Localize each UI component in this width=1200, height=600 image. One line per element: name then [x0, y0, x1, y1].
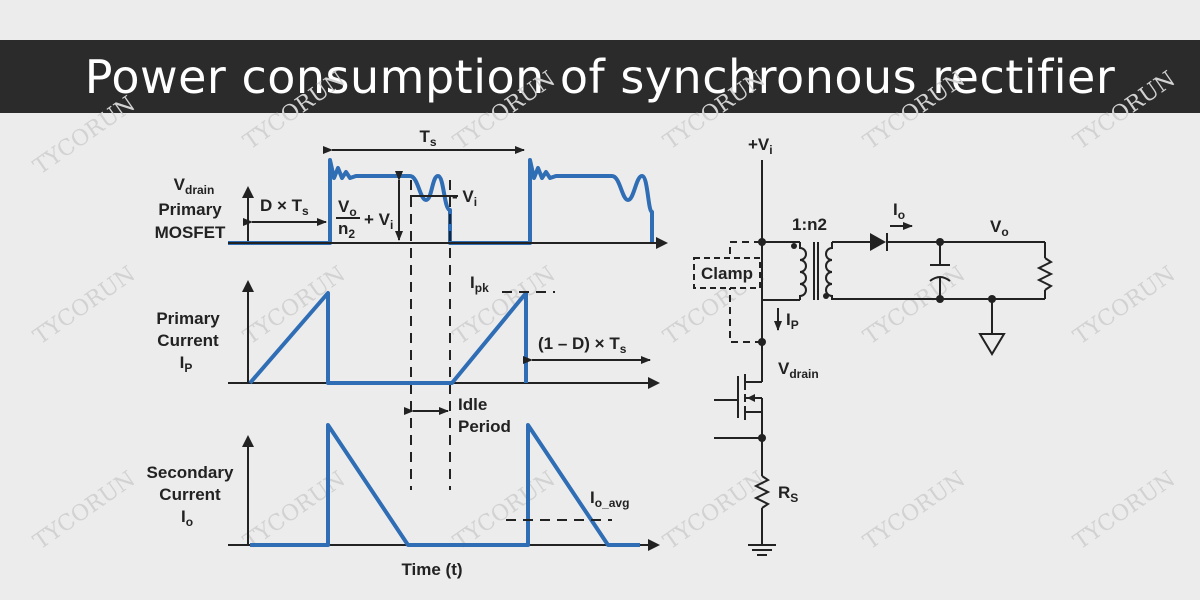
watermark: TYCORUN: [449, 67, 560, 155]
flyback-circuit: +Vi 1:n2 Io Vo: [693, 135, 1054, 556]
clamp-box: [693, 257, 761, 289]
io-avg-label: Io_avg: [590, 488, 629, 510]
secondary-current-panel: Secondary Current Io Io_avg Time (t): [147, 423, 660, 579]
y-axis-arrow: [242, 435, 254, 447]
polarity-dot: [791, 243, 797, 249]
period-label: Period: [458, 417, 511, 436]
watermark: TYCORUN: [859, 262, 970, 350]
ground-icon: [978, 333, 1006, 356]
primary-winding: [799, 242, 807, 300]
watermark: TYCORUN: [859, 67, 970, 155]
watermark: TYCORUN: [659, 467, 770, 555]
ground-icon: [748, 544, 776, 556]
vo-label: Vo: [990, 217, 1009, 239]
watermark: TYCORUN: [239, 67, 350, 155]
watermark: TYCORUN: [29, 467, 140, 555]
secondary-winding: [825, 242, 833, 300]
primary-label: Primary: [156, 309, 220, 328]
sense-resistor-icon: [753, 475, 771, 509]
secondary-current-waveform: [250, 423, 640, 547]
y-axis-arrow: [242, 186, 254, 198]
idle-label: Idle: [458, 395, 487, 414]
x-axis-label: Time (t): [401, 560, 462, 579]
load-resistor-icon: [1036, 257, 1054, 291]
page-title: Power consumption of synchronous rectifi…: [84, 49, 1116, 104]
ipk-label: Ipk: [470, 273, 489, 295]
watermark: TYCORUN: [1069, 67, 1180, 155]
x-axis-arrow: [648, 377, 660, 389]
mosfet-icon: [714, 374, 763, 438]
y-axis-arrow: [242, 280, 254, 292]
watermark: TYCORUN: [1069, 467, 1180, 555]
title-banner: Power consumption of synchronous rectifi…: [0, 40, 1200, 113]
vo-label: Vo: [338, 197, 357, 219]
primary-label: Primary: [158, 200, 222, 219]
rs-label: RS: [778, 483, 798, 505]
turns-ratio-label: 1:n2: [792, 215, 827, 234]
x-axis-arrow: [648, 539, 660, 551]
vdrain-label: Vdrain: [778, 359, 819, 381]
mosfet-label: MOSFET: [155, 223, 226, 242]
one-minus-d-label: (1 – D) × Ts: [538, 334, 627, 356]
secondary-label: Secondary: [147, 463, 234, 482]
junction-dot: [758, 338, 766, 346]
minus-vi-label: - Vi: [452, 187, 477, 209]
vdrain-waveform-panel: Vdrain Primary MOSFET Ts D × Ts Vo n2 + …: [155, 127, 668, 249]
vdrain-label: Vdrain: [174, 175, 215, 197]
clamp-label: Clamp: [701, 264, 753, 283]
io-label: Io: [893, 200, 905, 222]
ip-label: IP: [786, 310, 799, 332]
n2-label: n2: [338, 219, 355, 241]
ts-label: Ts: [419, 127, 436, 149]
primary-current-panel: Primary Current IP Ipk (1 – D) × Ts Idle…: [156, 273, 660, 436]
x-axis-arrow: [656, 237, 668, 249]
io-label: Io: [181, 507, 193, 529]
watermark: TYCORUN: [449, 467, 560, 555]
clamp-connection: [729, 241, 763, 343]
primary-current-waveform: [248, 291, 528, 385]
watermark: TYCORUN: [859, 467, 970, 555]
polarity-dot: [823, 293, 829, 299]
watermark: TYCORUN: [1069, 262, 1180, 350]
ip-label: IP: [180, 353, 193, 375]
watermark: TYCORUN: [239, 467, 350, 555]
current-label: Current: [157, 331, 219, 350]
diode-icon: [870, 233, 886, 251]
watermark: TYCORUN: [239, 262, 350, 350]
d-ts-label: D × Ts: [260, 196, 309, 218]
watermark: TYCORUN: [29, 262, 140, 350]
current-label: Current: [159, 485, 221, 504]
vin-label: +Vi: [748, 135, 773, 157]
plus-vi-label: + Vi: [364, 210, 393, 232]
watermark: TYCORUN: [29, 92, 140, 180]
